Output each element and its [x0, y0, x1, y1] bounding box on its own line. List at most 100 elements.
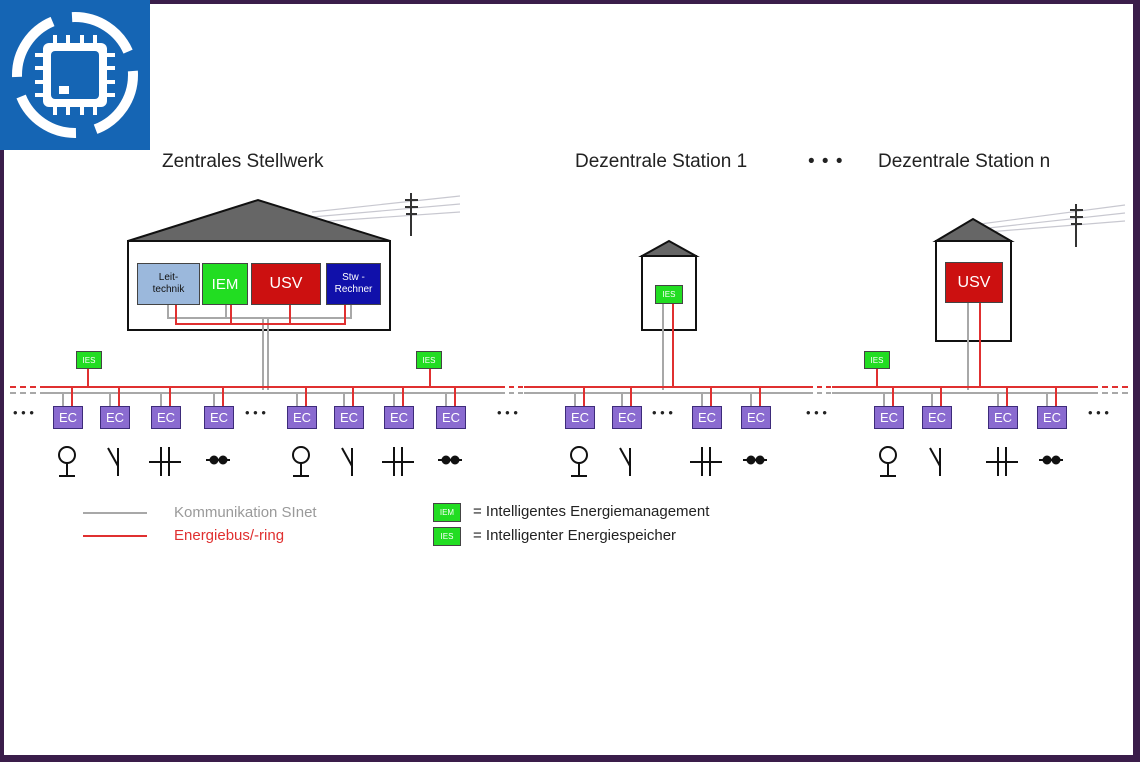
bus-ies-3-label: IES: [870, 355, 884, 365]
ec-box: EC: [922, 406, 952, 429]
ec-box: EC: [100, 406, 130, 429]
ec-label: EC: [389, 410, 409, 425]
ec-drop: [62, 387, 73, 406]
ec-box: EC: [565, 406, 595, 429]
ec-drop: [109, 387, 120, 406]
ec-box: EC: [334, 406, 364, 429]
title-dots: • • •: [808, 151, 844, 172]
ec-drop: [931, 387, 942, 406]
ec-drop: [213, 387, 224, 406]
ec-box: EC: [692, 406, 722, 429]
unit-leittechnik-label: Leit- technik: [152, 272, 185, 295]
unit-stw-rechner-label: Stw - Rechner: [334, 272, 373, 295]
ec-label: EC: [209, 410, 229, 425]
ec-layer: [62, 387, 1057, 406]
ec-drop: [343, 387, 354, 406]
ec-row-dots-2: • • •: [245, 405, 266, 420]
switch-icon: [107, 447, 119, 476]
legend-ies-swatch: IES: [433, 527, 461, 546]
legend-energiebus-label: Energiebus/-ring: [174, 527, 285, 544]
ec-drop: [997, 387, 1008, 406]
signal-icon: [292, 446, 310, 477]
ec-drop: [750, 387, 761, 406]
chip-logo-icon: [12, 12, 138, 138]
unit-usv-station-n-label: USV: [957, 273, 991, 291]
station-n-wiring: [967, 303, 981, 390]
ec-box: EC: [287, 406, 317, 429]
insulated-joint-icon: [690, 447, 722, 476]
bus-ies-2-label: IES: [422, 355, 436, 365]
ec-drop: [296, 387, 307, 406]
ec-box: EC: [612, 406, 642, 429]
bus-ies-1: IES: [76, 351, 102, 369]
unit-stw-rechner: Stw - Rechner: [326, 263, 381, 305]
power-pole-left: [311, 195, 461, 223]
ec-label: EC: [927, 410, 947, 425]
ec-drop: [393, 387, 404, 406]
ec-drop: [701, 387, 712, 406]
ec-label: EC: [105, 410, 125, 425]
signal-icon: [58, 446, 76, 477]
ec-box: EC: [151, 406, 181, 429]
ec-label: EC: [58, 410, 78, 425]
ec-drop: [445, 387, 456, 406]
unit-ies-station1: IES: [655, 285, 683, 304]
ec-drop: [883, 387, 894, 406]
axle-counter-icon: [743, 455, 767, 465]
legend-iem-text: = Intelligentes Energiemanagement: [473, 503, 710, 520]
legend-kommunikation-label: Kommunikation SInet: [174, 504, 317, 521]
ec-label: EC: [746, 410, 766, 425]
legend-iem-swatch: IEM: [433, 503, 461, 522]
ec-box: EC: [384, 406, 414, 429]
ec-row-dots-3: • • •: [497, 405, 518, 420]
ec-label: EC: [697, 410, 717, 425]
ec-drop: [574, 387, 585, 406]
power-pole-right: [964, 204, 1126, 234]
bus-ies-1-label: IES: [82, 355, 96, 365]
ec-box: EC: [1037, 406, 1067, 429]
title-dezentrale-station-1: Dezentrale Station 1: [575, 151, 748, 172]
ec-row-dots-1: • • •: [13, 405, 34, 420]
ec-label: EC: [993, 410, 1013, 425]
legend-ies-abbr: IES: [440, 532, 454, 541]
ec-drop: [160, 387, 171, 406]
unit-usv-zentral: USV: [251, 263, 321, 305]
ec-box: EC: [204, 406, 234, 429]
ec-label: EC: [339, 410, 359, 425]
signal-icon: [570, 446, 588, 477]
ec-drop: [621, 387, 632, 406]
unit-iem: IEM: [202, 263, 248, 305]
unit-usv-station-n: USV: [945, 262, 1003, 303]
diagram-canvas: [4, 4, 1133, 755]
axle-counter-icon: [1039, 455, 1063, 465]
ec-label: EC: [441, 410, 461, 425]
ec-label: EC: [156, 410, 176, 425]
axle-counter-icon: [206, 455, 230, 465]
switch-icon: [619, 447, 631, 476]
unit-ies-station1-label: IES: [662, 290, 676, 299]
ec-label: EC: [1042, 410, 1062, 425]
insulated-joint-icon: [382, 447, 414, 476]
signal-icon: [879, 446, 897, 477]
ec-label: EC: [879, 410, 899, 425]
ec-label: EC: [570, 410, 590, 425]
ec-label: EC: [292, 410, 312, 425]
bus-ies-2: IES: [416, 351, 442, 369]
zentral-internal-wiring: [167, 303, 352, 390]
insulated-joint-icon: [986, 447, 1018, 476]
station1-wiring: [662, 303, 674, 390]
axle-counter-icon: [438, 455, 462, 465]
unit-iem-label: IEM: [211, 275, 239, 293]
ec-box: EC: [988, 406, 1018, 429]
insulated-joint-icon: [149, 447, 181, 476]
switch-icon: [929, 447, 941, 476]
brand-logo: [0, 0, 150, 150]
track-symbols: [58, 446, 1063, 477]
legend-iem-abbr: IEM: [439, 508, 455, 517]
bus-ies-3: IES: [864, 351, 890, 369]
power-pole-right-mast: [1070, 204, 1083, 247]
ec-label: EC: [617, 410, 637, 425]
ec-box: EC: [874, 406, 904, 429]
